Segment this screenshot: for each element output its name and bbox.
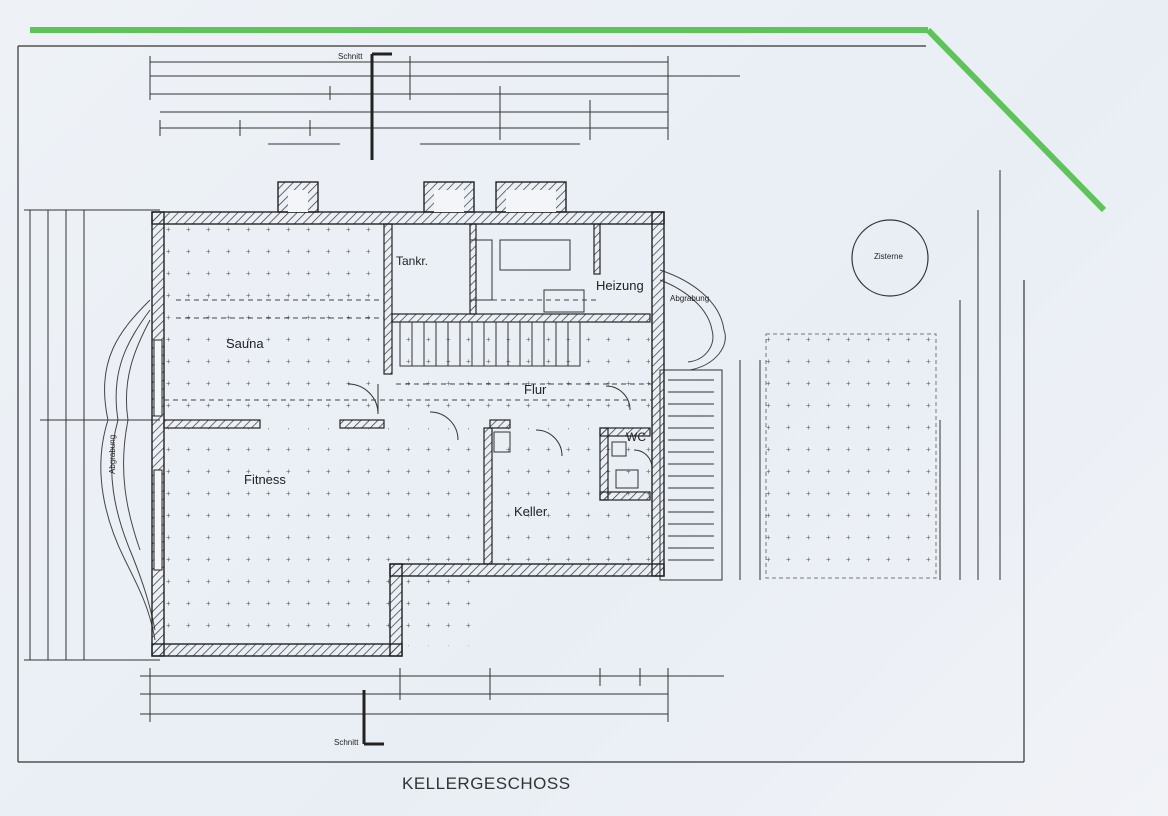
room-label-tankraum: Tankr. <box>396 254 429 268</box>
drawing-title: KELLERGESCHOSS <box>402 774 571 793</box>
accent-border <box>30 27 1107 213</box>
exterior-stair <box>659 369 723 581</box>
interior-walls <box>163 223 651 565</box>
floor-grid <box>166 226 654 646</box>
room-label-wc: WC <box>626 430 646 444</box>
cistern <box>851 219 929 297</box>
equipment <box>469 239 639 489</box>
installation-dashes <box>164 299 652 401</box>
label-schnitt-bottom: Schnitt <box>334 738 359 747</box>
terrace-area <box>765 333 937 579</box>
room-label-fitness: Fitness <box>244 472 286 487</box>
section-marker-bottom <box>362 690 384 746</box>
dimension-lines-bottom <box>140 668 724 722</box>
dimension-lines-top <box>149 56 740 145</box>
protrusion-voids <box>288 190 556 212</box>
room-label-flur: Flur <box>524 382 547 397</box>
room-label-keller: Keller <box>514 504 548 519</box>
interior-stair <box>399 321 581 367</box>
label-zisterne: Zisterne <box>874 252 903 261</box>
label-abgrabung: Abgrabung <box>670 294 710 303</box>
windows <box>153 339 163 571</box>
label-schnitt-top: Schnitt <box>338 52 363 61</box>
room-label-heizung: Heizung <box>596 278 644 293</box>
terrain-contour <box>100 269 726 641</box>
label-abgrabung-left: Abgrabung <box>108 434 117 474</box>
door-swings <box>347 383 653 469</box>
room-label-sauna: Sauna <box>226 336 264 351</box>
dimension-lines-right <box>739 170 1001 580</box>
section-marker-top <box>370 52 392 160</box>
dimension-lines-left <box>24 209 160 661</box>
drawing-frame <box>17 45 1025 763</box>
